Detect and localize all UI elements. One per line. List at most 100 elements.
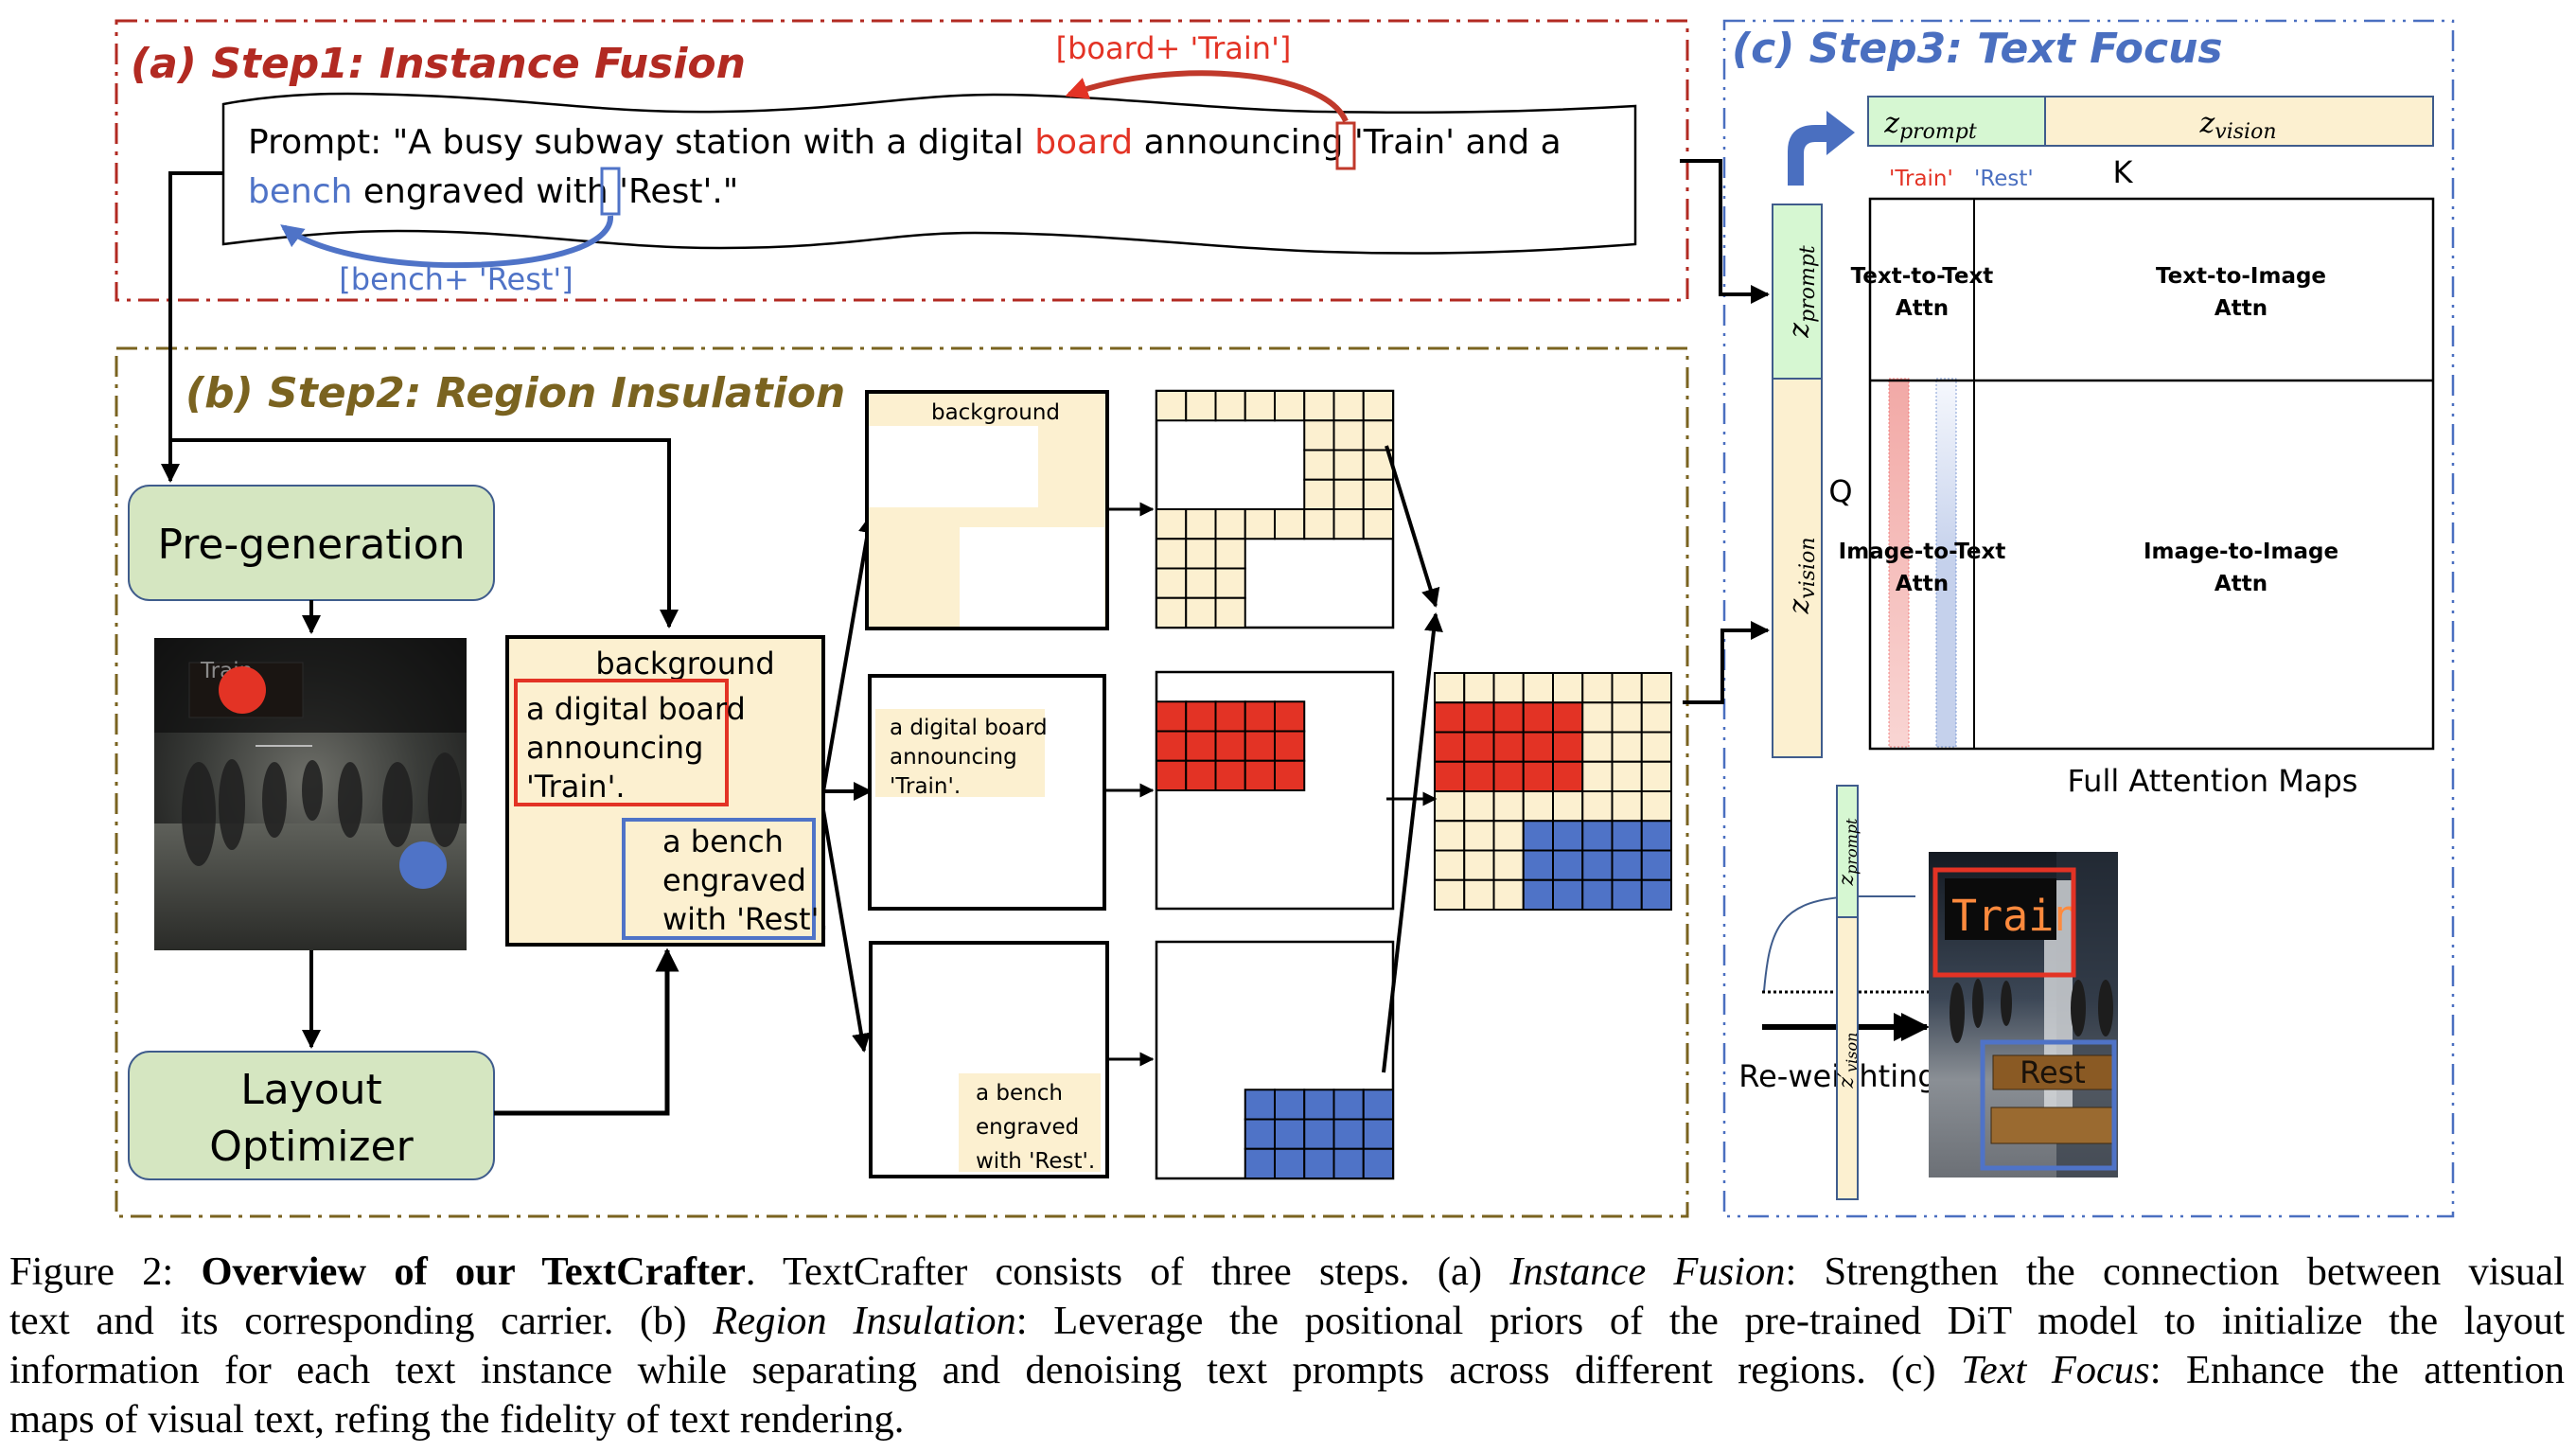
grid-cell [1274,730,1306,762]
merge-arrow-rest [1382,612,1443,1073]
grid-cell [1522,790,1554,823]
latent-grid-rest [1155,940,1395,1180]
grid-cell [1185,700,1217,733]
grid-cell [1244,1147,1276,1179]
full-attention-maps-label: Full Attention Maps [2068,763,2358,799]
grid-cell [1214,759,1246,791]
grid-cell [1611,731,1643,763]
grid-cell [1244,759,1276,791]
prompt-middle: announcing [1133,123,1354,162]
caption-line-3: information for each text instance while… [9,1346,2565,1395]
figure-caption: Figure 2: Overview of our TextCrafter. T… [9,1248,2565,1444]
grid-cell [1244,1089,1276,1121]
grid-cell [1434,731,1466,763]
caption-line-4: maps of visual text, refing the fidelity… [9,1397,905,1442]
step1-title: (a) Step1: Instance Fusion [131,40,746,88]
caption-line-2: text and its corresponding carrier. (b) … [9,1297,2565,1346]
grid-cell [1332,390,1365,422]
grid-cell [1434,878,1466,911]
grid-cell [1463,849,1495,881]
grid-cell [1463,672,1495,704]
grid-cell [1463,820,1495,852]
grid-cell [1463,760,1495,792]
grid-cell [1274,1147,1306,1179]
k-vision-label: zvision [2198,107,2276,144]
grid-cell [1492,701,1525,734]
step3-title: (c) Step3: Text Focus [1732,25,2223,73]
grid-cell [1362,390,1394,422]
layout-rest-line-1: a bench [662,823,784,859]
caption-italic-instance-fusion: Instance Fusion [1509,1249,1786,1294]
grid-cell [1640,790,1672,823]
caption-text: : Leverage the positional priors of the … [1015,1299,2565,1343]
layout-rest-region [622,818,816,940]
grid-cell [1640,820,1672,852]
grid-cell [1185,567,1217,599]
grid-cell [1362,1089,1394,1121]
grid-cell [1611,672,1643,704]
step3-frame [1722,19,2455,1218]
mask-rest-line-2: engraved [976,1115,1079,1140]
text-train: 'Train' and a [1354,123,1561,162]
grid-cell [1362,1147,1394,1179]
grid-cell [1434,849,1466,881]
q-vision-bar [1772,378,1823,758]
grid-cell [1303,390,1335,422]
fan-arrow-background [821,514,877,792]
grid-cell [1581,849,1614,881]
grid-cell [1156,567,1188,599]
caption-italic-region-insulation: Region Insulation [713,1299,1016,1343]
grid-cell [1581,878,1614,911]
grid-cell [1274,508,1306,540]
layout-optimizer-label-1: Layout [240,1066,382,1114]
grid-cell [1492,878,1525,911]
mask-train-line-1: a digital board [890,716,1048,740]
t2i-attn-label-2: Attn [2214,296,2267,321]
grid-cell [1274,1089,1306,1121]
grid-cell [1522,672,1554,704]
q-label: Q [1828,473,1852,509]
pregenerated-image: Train [154,638,467,950]
rest-token-marker [600,167,621,216]
grid-cell [1303,419,1335,452]
k-label: K [2113,154,2134,190]
grid-cell [1274,1118,1306,1150]
grid-cell [1640,672,1672,704]
i2t-attn-label-2: Attn [1896,572,1949,596]
grid-cell [1552,701,1584,734]
layout-train-region [514,679,729,806]
layout-background-label: background [595,646,774,682]
grid-cell [1156,538,1188,570]
grid-cell [1332,1089,1365,1121]
grid-cell [1492,731,1525,763]
grid-cell [1274,700,1306,733]
token-rest: 'Rest' [1974,167,2034,191]
text-rest: 'Rest'." [619,172,738,211]
grid-cell [1434,672,1466,704]
rw-vision-bar [1836,916,1859,1200]
grid-cell [1214,538,1246,570]
grid-cell [1274,759,1306,791]
grid-cell [1552,731,1584,763]
grid-cell [1552,820,1584,852]
k-prompt-bar [1867,96,2046,147]
layout-rest-line-3: with 'Rest'. [662,901,829,937]
grid-cell [1492,672,1525,704]
grid-cell [1463,790,1495,823]
grid-cell [1156,508,1188,540]
connector-latent-to-q [1683,621,1770,704]
caption-text: text and its corresponding carrier. (b) [9,1299,714,1343]
grid-cell [1214,390,1246,422]
latent-grid-combined [1434,672,1672,911]
grid-cell [1492,790,1525,823]
grid-cell [1581,731,1614,763]
fusion-label-red: [board+ 'Train'] [1056,30,1292,66]
k-vision-bar [2044,96,2434,147]
grid-cell [1522,820,1554,852]
grid-cell [1492,760,1525,792]
i2t-attn-label-1: Image-to-Text [1839,540,2006,564]
grid-cell [1434,820,1466,852]
grid-cell [1303,478,1335,510]
grid-cell [1581,672,1614,704]
